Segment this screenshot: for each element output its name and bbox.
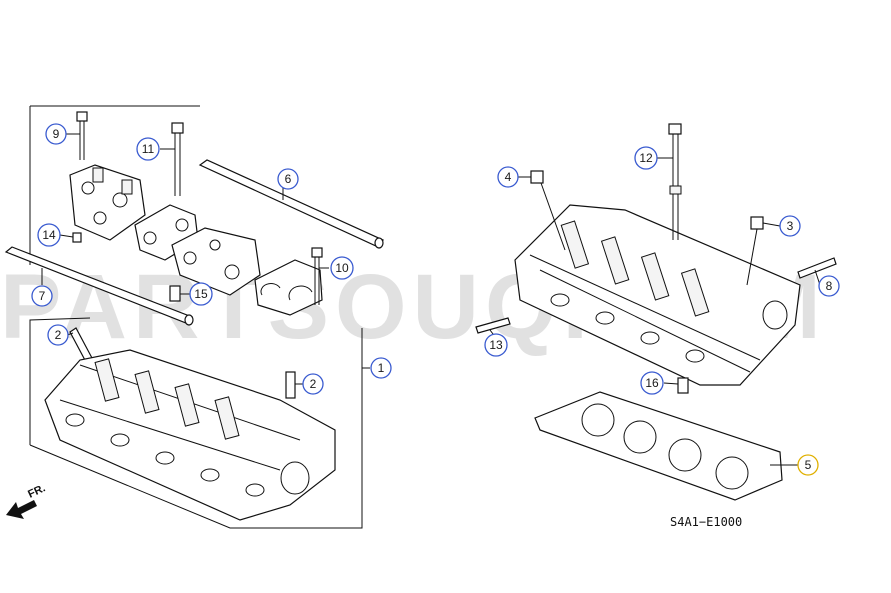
svg-text:2: 2 bbox=[55, 328, 62, 342]
svg-text:7: 7 bbox=[39, 289, 46, 303]
bolt-11 bbox=[171, 122, 184, 196]
svg-text:9: 9 bbox=[53, 127, 60, 141]
bolt-10 bbox=[311, 247, 323, 305]
head-gasket-5 bbox=[534, 391, 783, 501]
callout-11[interactable]: 11 bbox=[136, 137, 160, 161]
callout-13[interactable]: 13 bbox=[484, 333, 508, 357]
bolt-9 bbox=[76, 111, 88, 160]
callout-1[interactable]: 1 bbox=[370, 357, 392, 379]
callout-9[interactable]: 9 bbox=[45, 123, 67, 145]
dowel-14 bbox=[72, 232, 82, 243]
camshaft-holder-end bbox=[254, 259, 323, 316]
callout-16[interactable]: 16 bbox=[640, 371, 664, 395]
svg-text:15: 15 bbox=[194, 287, 208, 301]
svg-text:8: 8 bbox=[826, 279, 833, 293]
svg-text:12: 12 bbox=[639, 151, 653, 165]
rocker-shaft-6 bbox=[198, 159, 385, 249]
front-label: FR. bbox=[26, 482, 47, 500]
callout-7[interactable]: 7 bbox=[31, 285, 53, 307]
svg-text:16: 16 bbox=[645, 376, 659, 390]
dowel-pin-2b bbox=[285, 371, 296, 399]
cylinder-head-right bbox=[514, 204, 801, 386]
callout-14[interactable]: 14 bbox=[37, 223, 61, 247]
nut-3 bbox=[746, 216, 764, 286]
svg-text:6: 6 bbox=[285, 172, 292, 186]
left-group-frame bbox=[29, 105, 370, 529]
svg-text:4: 4 bbox=[505, 170, 512, 184]
cylinder-head-left bbox=[44, 349, 336, 521]
callout-5[interactable]: 5 bbox=[797, 454, 819, 476]
svg-text:14: 14 bbox=[42, 228, 56, 242]
rocker-arm-assembly-left bbox=[69, 164, 146, 241]
leaders-left bbox=[41, 133, 329, 385]
stud-8 bbox=[797, 257, 837, 279]
rocker-shaft-7 bbox=[4, 246, 194, 326]
callout-12[interactable]: 12 bbox=[634, 146, 658, 170]
svg-text:11: 11 bbox=[142, 142, 155, 156]
svg-text:2: 2 bbox=[310, 377, 317, 391]
dowel-16 bbox=[677, 377, 689, 394]
svg-text:10: 10 bbox=[335, 261, 349, 275]
callout-2-right[interactable]: 2 bbox=[302, 373, 324, 395]
diagram-code: S4A1−E1000 bbox=[670, 515, 742, 529]
callout-8[interactable]: 8 bbox=[818, 275, 840, 297]
svg-text:3: 3 bbox=[787, 219, 794, 233]
bolt-12 bbox=[668, 123, 682, 240]
callout-4[interactable]: 4 bbox=[497, 166, 519, 188]
callout-2-left[interactable]: 2 bbox=[47, 324, 69, 346]
callout-10[interactable]: 10 bbox=[330, 256, 354, 280]
svg-text:13: 13 bbox=[489, 338, 503, 352]
callout-6[interactable]: 6 bbox=[277, 168, 299, 190]
svg-text:5: 5 bbox=[805, 458, 812, 472]
stud-13 bbox=[475, 317, 511, 334]
svg-text:1: 1 bbox=[378, 361, 385, 375]
callout-15[interactable]: 15 bbox=[189, 282, 213, 306]
rocker-arm-assembly-right bbox=[171, 227, 261, 296]
front-arrow: FR. bbox=[6, 482, 47, 519]
dowel-15 bbox=[169, 285, 181, 302]
callout-3[interactable]: 3 bbox=[779, 215, 801, 237]
